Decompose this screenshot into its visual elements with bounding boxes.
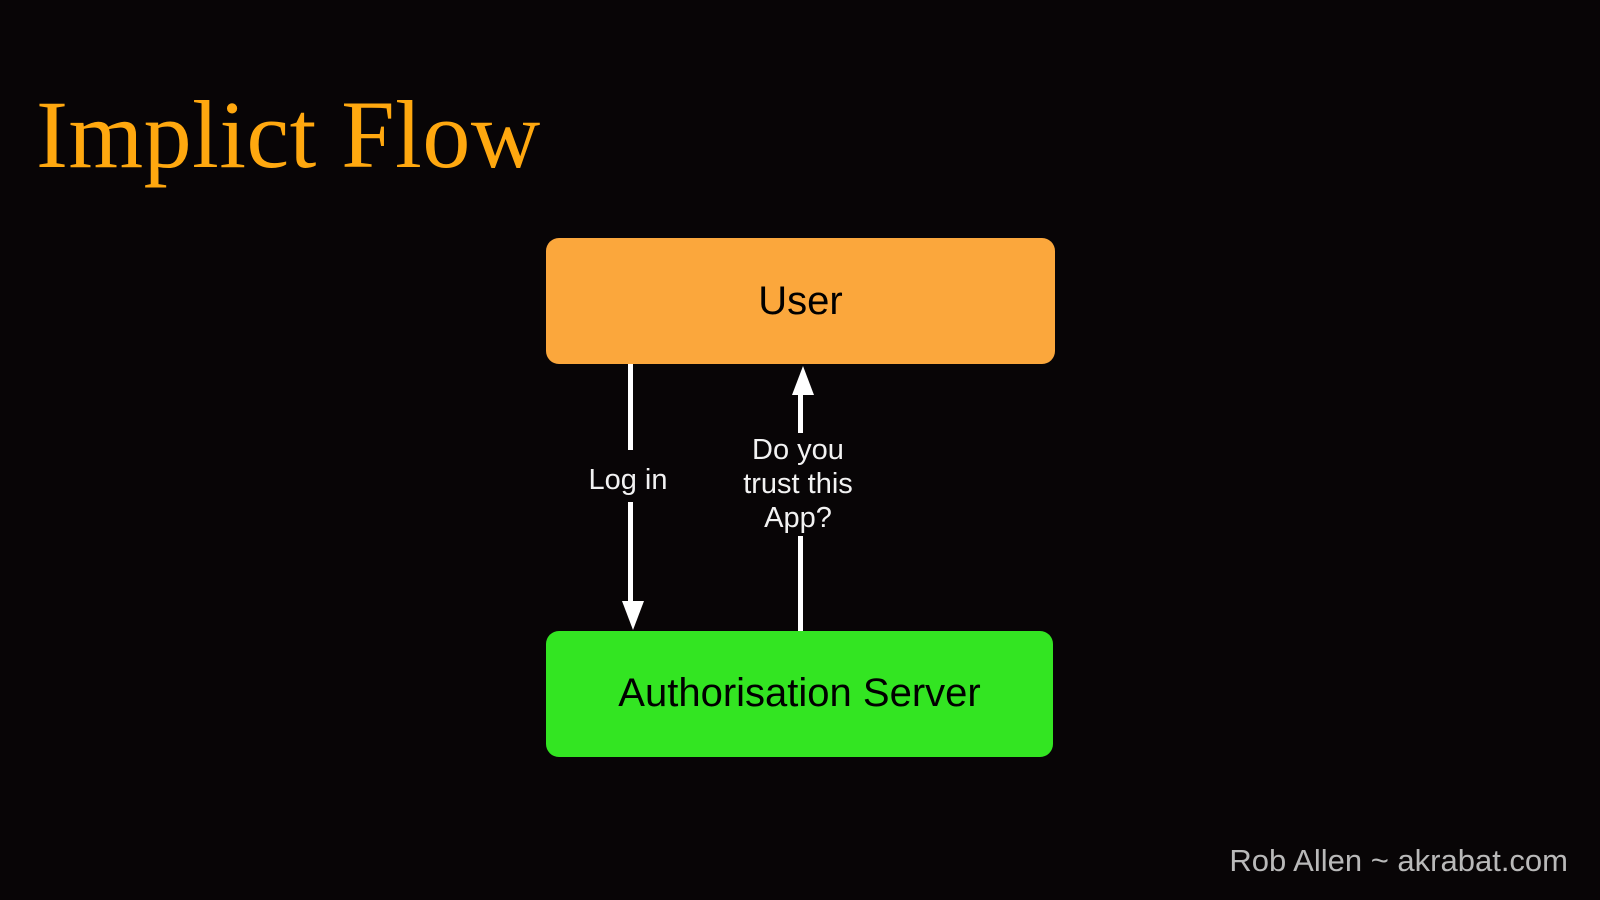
- login-arrowhead-down-icon: [622, 601, 644, 630]
- footer-credit: Rob Allen ~ akrabat.com: [1229, 842, 1568, 878]
- edge-label-login: Log in: [588, 464, 668, 496]
- edge-label-trust: Do you trust this App?: [743, 434, 853, 534]
- node-authorisation-server: Authorisation Server: [546, 631, 1053, 757]
- trust-arrow-line-upper: [798, 395, 803, 433]
- node-user: User: [546, 238, 1055, 364]
- trust-arrowhead-up-icon: [792, 366, 814, 395]
- login-arrow-line-upper: [628, 364, 633, 450]
- login-arrow-line-lower: [628, 502, 633, 602]
- page-title: Implict Flow: [36, 81, 541, 189]
- trust-arrow-line-lower: [798, 536, 803, 632]
